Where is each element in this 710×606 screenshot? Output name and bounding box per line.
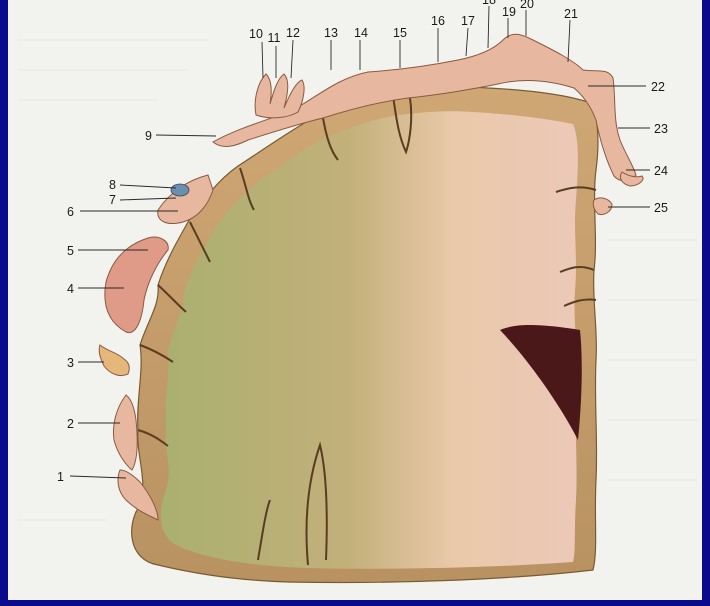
label-8: 8 <box>109 178 116 192</box>
label-3: 3 <box>67 356 74 370</box>
label-19: 19 <box>502 5 516 19</box>
label-20: 20 <box>520 0 534 11</box>
homunculus-fingers <box>255 74 304 118</box>
label-16: 16 <box>431 14 445 28</box>
homunculus-tongue <box>114 395 138 470</box>
label-22: 22 <box>651 80 665 94</box>
label-5: 5 <box>67 244 74 258</box>
homunculus-jaw <box>99 345 129 376</box>
label-9: 9 <box>145 129 152 143</box>
label-25: 25 <box>654 201 668 215</box>
label-7: 7 <box>109 193 116 207</box>
diagram-paper: 1 2 3 4 5 6 7 8 9 10 11 12 13 14 15 16 1… <box>8 0 702 600</box>
label-24: 24 <box>654 164 668 178</box>
label-2: 2 <box>67 417 74 431</box>
label-4: 4 <box>67 282 74 296</box>
label-11: 11 <box>268 31 281 45</box>
label-13: 13 <box>324 26 338 40</box>
label-21: 21 <box>564 7 578 21</box>
label-18: 18 <box>482 0 496 7</box>
label-23: 23 <box>654 122 668 136</box>
label-12: 12 <box>286 26 300 40</box>
label-10: 10 <box>249 27 263 41</box>
sensory-homunculus-diagram: 1 2 3 4 5 6 7 8 9 10 11 12 13 14 15 16 1… <box>8 0 702 600</box>
homunculus-eye <box>171 184 189 196</box>
label-17: 17 <box>461 14 475 28</box>
label-14: 14 <box>354 26 368 40</box>
label-15: 15 <box>393 26 407 40</box>
label-1: 1 <box>57 470 64 484</box>
homunculus-genitals <box>593 198 612 215</box>
label-6: 6 <box>67 205 74 219</box>
